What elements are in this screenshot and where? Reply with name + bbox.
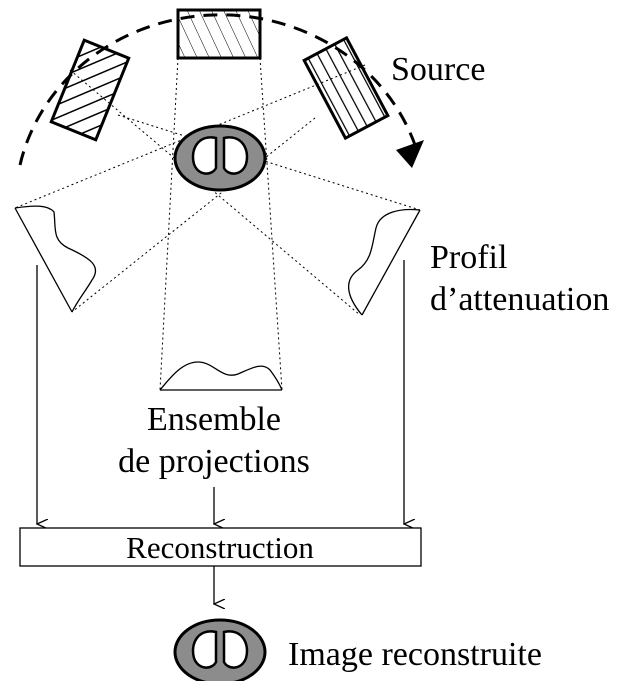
profile-label-line1: Profil [430, 239, 507, 276]
reconstruction-box [19, 527, 422, 567]
source-right [302, 35, 390, 141]
output-label: Image reconstruite [288, 636, 542, 673]
reconstructed-image-icon [173, 618, 267, 681]
source-left [49, 38, 131, 142]
profile-label-line2: d’attenuation [430, 281, 609, 318]
phantom-icon [173, 124, 267, 192]
projections-label-line1: Ensemble [147, 401, 281, 438]
profile-bottom [159, 361, 283, 391]
profile-right [348, 208, 421, 316]
projections-label-line2: de projections [118, 443, 310, 480]
reconstruction-label: Reconstruction [126, 530, 314, 565]
rotation-arrow-head-icon [396, 140, 424, 168]
profile-left [14, 205, 97, 313]
projection-rays [14, 57, 421, 391]
source-label: Source [391, 51, 485, 88]
source-top [176, 8, 262, 60]
